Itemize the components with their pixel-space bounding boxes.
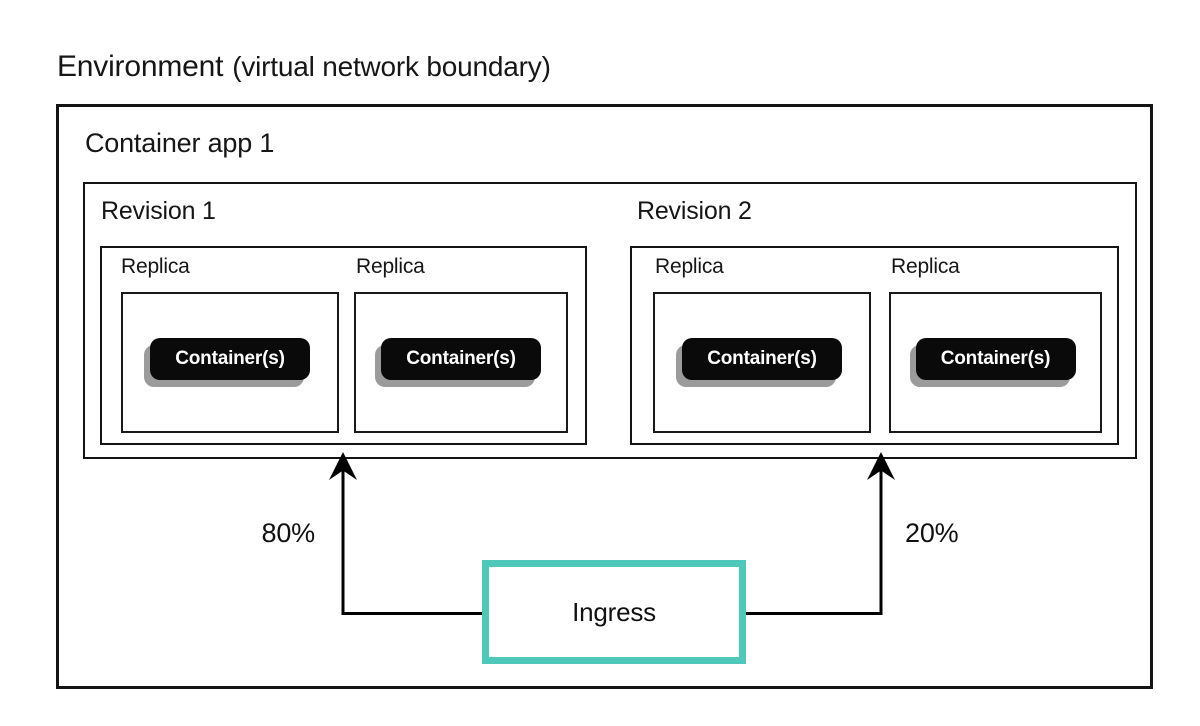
replica-box: Container(s) bbox=[889, 292, 1102, 433]
replica-label: Replica bbox=[121, 255, 190, 278]
replica-box: Container(s) bbox=[121, 292, 339, 433]
replica-box: Container(s) bbox=[354, 292, 568, 433]
replica-label: Replica bbox=[891, 255, 960, 278]
replica-box: Container(s) bbox=[653, 292, 871, 433]
container-app-box: Revision 1 Revision 2 Replica Replica Co… bbox=[83, 182, 1137, 459]
revision-1-label: Revision 1 bbox=[101, 197, 216, 225]
containers-pill: Container(s) bbox=[915, 337, 1076, 380]
revision-2-label: Revision 2 bbox=[637, 197, 752, 225]
ingress-box: Ingress bbox=[482, 560, 746, 664]
environment-title: Environment (virtual network boundary) bbox=[57, 50, 551, 84]
environment-title-main: Environment bbox=[57, 50, 224, 83]
environment-box: Container app 1 Revision 1 Revision 2 Re… bbox=[56, 104, 1153, 689]
containers-pill: Container(s) bbox=[682, 337, 842, 380]
containers-pill: Container(s) bbox=[150, 337, 310, 380]
ingress-label: Ingress bbox=[572, 596, 656, 627]
traffic-share-20-label: 20% bbox=[905, 518, 959, 548]
replica-label: Replica bbox=[655, 255, 724, 278]
container-app-label: Container app 1 bbox=[85, 128, 275, 158]
replica-label: Replica bbox=[356, 255, 425, 278]
environment-title-qualifier: (virtual network boundary) bbox=[232, 51, 551, 82]
revision-1-box: Replica Replica Container(s) Container(s… bbox=[100, 246, 587, 445]
containers-pill: Container(s) bbox=[381, 337, 541, 380]
traffic-share-80-label: 80% bbox=[261, 518, 316, 548]
revision-2-box: Replica Replica Container(s) Container(s… bbox=[630, 246, 1119, 445]
